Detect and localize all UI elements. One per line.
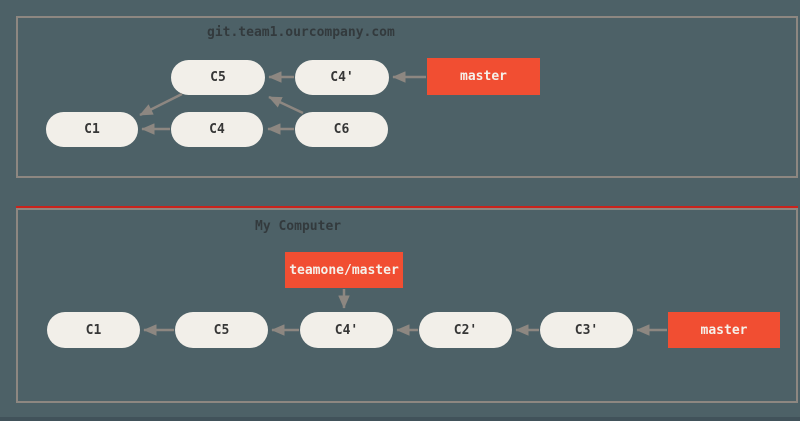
my-computer-panel	[16, 208, 798, 403]
panel-accent-red-line	[16, 206, 798, 208]
bottom-edge-strip	[0, 417, 800, 421]
commit-node-c5-local: C5	[175, 312, 268, 348]
commit-node-c1-local: C1	[47, 312, 140, 348]
branch-label-master-local: master	[668, 312, 780, 348]
my-computer-panel-title: My Computer	[255, 219, 342, 234]
commit-node-c6-server: C6	[295, 112, 388, 147]
commit-node-c5-server: C5	[171, 60, 265, 95]
server-panel-title: git.team1.ourcompany.com	[207, 25, 395, 40]
commit-node-c2-prime-local: C2'	[419, 312, 512, 348]
commit-node-c4-prime-server: C4'	[295, 60, 389, 95]
server-panel	[16, 16, 798, 178]
commit-node-c4-server: C4	[171, 112, 263, 147]
commit-node-c3-prime-local: C3'	[540, 312, 633, 348]
commit-node-c1-server: C1	[46, 112, 138, 147]
branch-label-master-server: master	[427, 58, 540, 95]
commit-node-c4-prime-local: C4'	[300, 312, 393, 348]
branch-label-teamone-master: teamone/master	[285, 252, 403, 288]
